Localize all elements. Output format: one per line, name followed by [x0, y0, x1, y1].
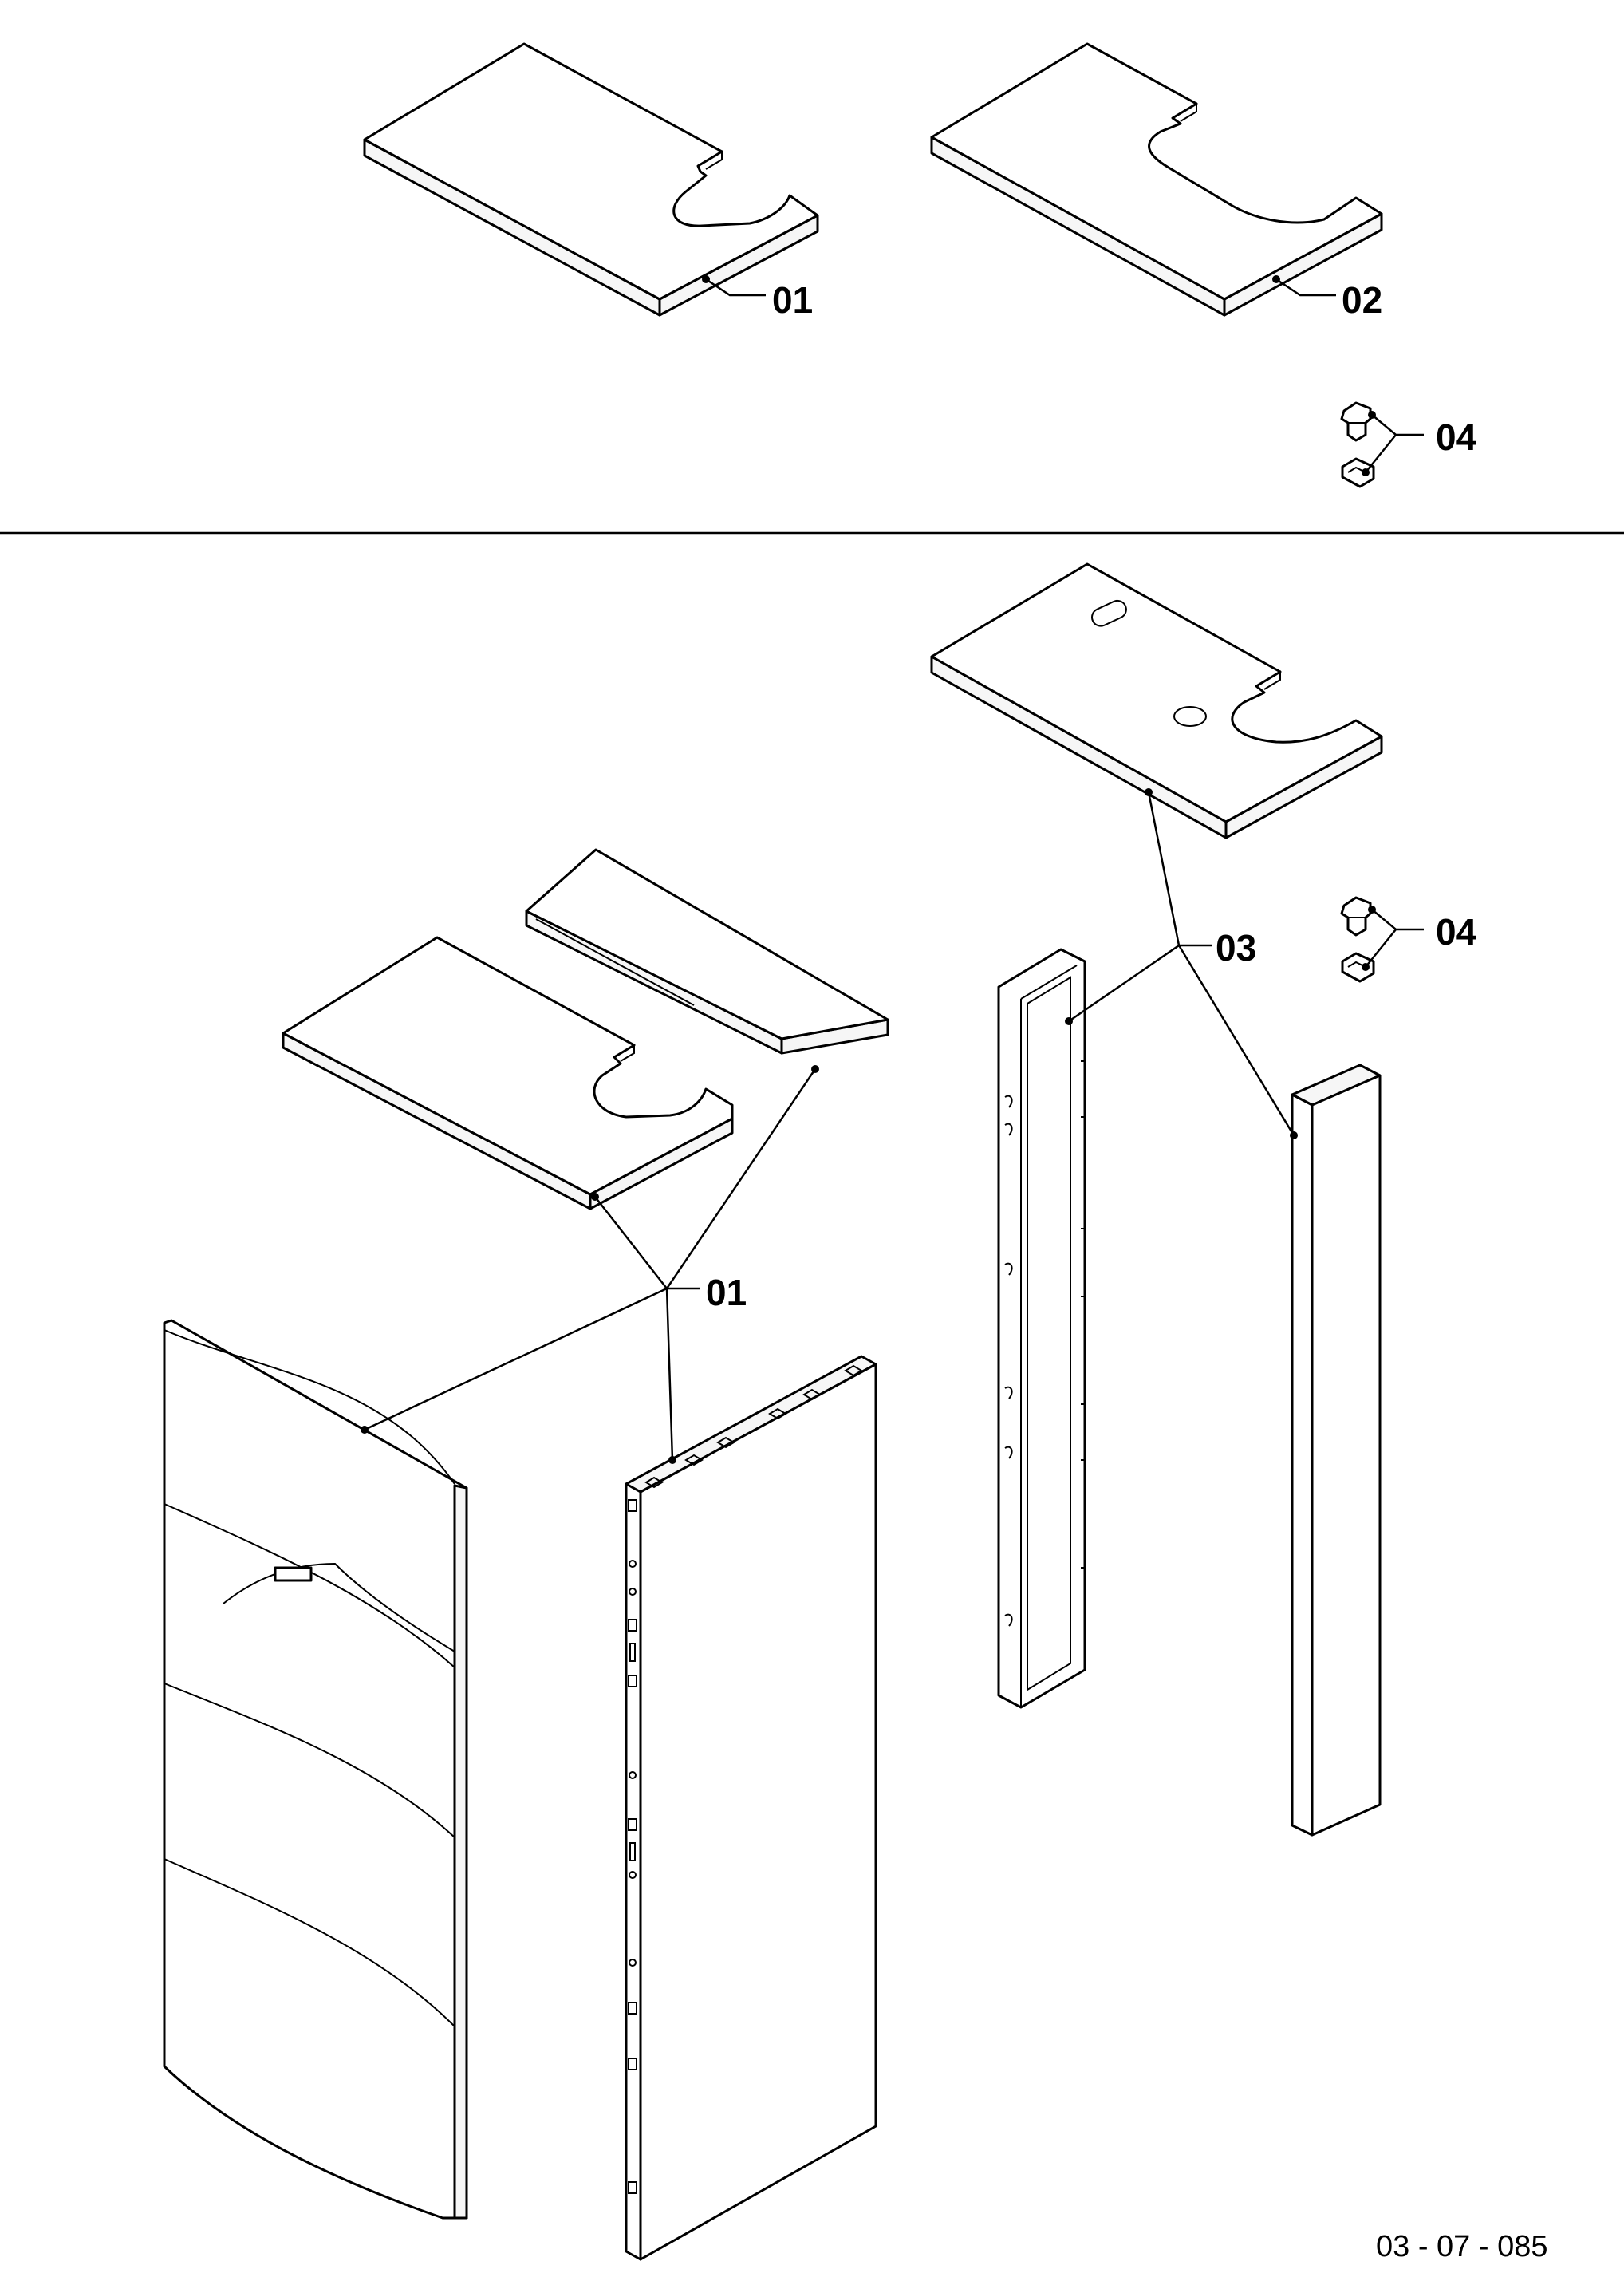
side-panel: [625, 1355, 877, 2261]
callout-02: 02: [1342, 279, 1382, 321]
callout-03: 03: [1216, 927, 1256, 969]
lower-panel-01-strip: [525, 848, 889, 1055]
callout-01-top: 01: [772, 279, 813, 321]
callout-01-bottom: 01: [706, 1272, 747, 1313]
clip-pair-top: [1340, 401, 1375, 488]
frame-flat-upright: [1291, 1064, 1382, 1837]
leaders-top: [702, 275, 1424, 476]
document-number: 03 - 07 - 085: [1376, 2230, 1547, 2263]
callout-04-top: 04: [1436, 416, 1477, 458]
lower-panel-01-cutout: [282, 936, 734, 1210]
top-panel-01: [363, 42, 819, 317]
top-panel-02: [930, 42, 1383, 317]
frame-top-slab: [930, 562, 1383, 839]
callout-04-bottom: 04: [1436, 911, 1477, 953]
frame-channel: [997, 948, 1086, 1709]
side-panel-holes: [628, 1364, 863, 2194]
front-cover-panel: [163, 1319, 468, 2220]
clip-pair-bottom: [1340, 896, 1375, 983]
leaders-bottom: [361, 788, 1424, 1464]
